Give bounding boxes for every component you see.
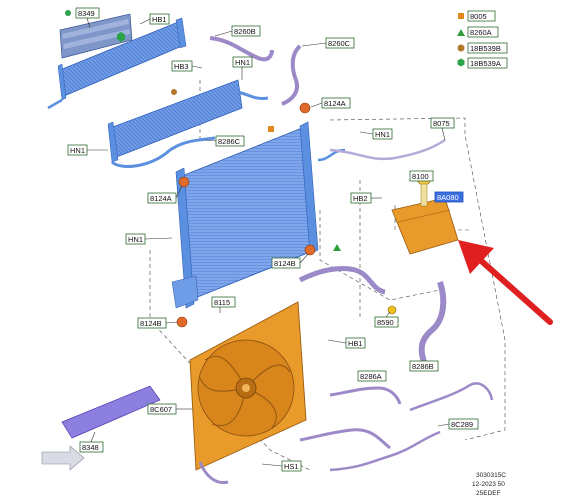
callout-hn1-right[interactable]: HN1 [359,128,393,140]
svg-text:HN1: HN1 [375,130,390,139]
svg-text:HB2: HB2 [353,194,368,203]
marker-triangle-icon [333,244,341,251]
svg-text:8348: 8348 [82,443,99,452]
footer-line-3: 25EDEF [476,490,501,497]
svg-text:8C289: 8C289 [451,420,473,429]
svg-text:8260A: 8260A [470,28,492,37]
callout-8100[interactable]: 8100 [409,170,434,182]
callout-8c289[interactable]: 8C289 [437,418,479,430]
legend-hexagon-icon [457,58,465,67]
svg-text:8124A: 8124A [324,99,346,108]
callout-8c607[interactable]: 8C607 [147,403,192,415]
callout-labels: 8349 HB1 8260B 8260C HB3 HN1 8124A HN1 8… [67,7,479,472]
svg-text:8260C: 8260C [328,39,351,48]
condenser[interactable] [47,17,187,110]
legend-square-icon [458,13,464,19]
svg-text:HB1: HB1 [152,15,167,24]
callout-8a080[interactable]: 8A080 [434,191,464,203]
svg-text:HN1: HN1 [70,146,85,155]
callout-8286b[interactable]: 8286B [409,360,439,372]
legend-triangle-icon [457,29,465,36]
callout-hb2[interactable]: HB2 [350,192,382,204]
svg-text:HN1: HN1 [128,235,143,244]
legend: 8005 8260A 18B539B 18B539A [457,10,508,69]
callout-markers [65,10,341,251]
expansion-tank[interactable] [391,170,459,255]
callout-hb1-top[interactable]: HB1 [139,13,170,25]
upper-hoses[interactable] [209,36,446,161]
fasteners [176,102,397,328]
footer-line-1: 3030315C [476,472,506,479]
svg-text:8075: 8075 [433,119,450,128]
footer-line-2: 12-2023 50 [472,481,505,488]
svg-text:8260B: 8260B [234,27,256,36]
front-direction-arrow-icon [41,445,85,471]
callout-8124b-mid[interactable]: 8124B [271,253,309,269]
callout-hs1[interactable]: HS1 [261,460,302,472]
svg-text:8115: 8115 [214,298,230,307]
legend-8005: 8005 [467,10,496,22]
callout-8075[interactable]: 8075 [430,117,455,141]
footer: 3030315C 12-2023 50 25EDEF [472,472,506,497]
svg-text:8124B: 8124B [140,319,162,328]
marker-hexagon-icon [117,32,125,42]
svg-text:18B539A: 18B539A [470,59,501,68]
callout-8124b-low[interactable]: 8124B [137,317,178,329]
callout-8115[interactable]: 8115 [211,296,236,313]
svg-text:8349: 8349 [78,9,95,18]
callout-8124a-left[interactable]: 8124A [147,185,183,204]
svg-text:8005: 8005 [470,12,487,21]
svg-text:HS1: HS1 [284,462,299,471]
callout-hn1-mid[interactable]: HN1 [125,233,173,245]
svg-text:8124A: 8124A [150,194,172,203]
callout-8348[interactable]: 8348 [79,431,104,453]
svg-text:8286B: 8286B [412,362,434,371]
callout-hb3[interactable]: HB3 [171,60,203,72]
transmission-cooler[interactable] [107,79,269,168]
callout-8260b[interactable]: 8260B [214,25,261,37]
callout-hb1-mid[interactable]: HB1 [327,337,366,349]
red-arrow-annotation [458,240,553,325]
callout-8590[interactable]: 8590 [374,311,399,328]
callout-hn1-top[interactable]: HN1 [232,56,253,80]
svg-text:18B539B: 18B539B [470,44,501,53]
legend-18b539a: 18B539A [467,57,508,69]
svg-text:8C607: 8C607 [150,405,172,414]
svg-text:HB3: HB3 [174,62,189,71]
svg-text:8286A: 8286A [360,372,382,381]
svg-text:8590: 8590 [377,318,394,327]
marker-hb-icon [65,10,71,16]
legend-circle-icon [457,44,465,52]
lower-hoses[interactable] [298,265,494,472]
svg-text:HN1: HN1 [235,58,250,67]
svg-text:8286C: 8286C [218,137,241,146]
legend-8260a: 8260A [467,26,499,38]
callout-8124a-top[interactable]: 8124A [310,97,351,109]
svg-text:8100: 8100 [412,172,429,181]
callout-8260c[interactable]: 8260C [301,37,355,49]
svg-text:HB1: HB1 [348,339,363,348]
svg-text:8A080: 8A080 [437,193,459,202]
callout-8349[interactable]: 8349 [75,7,100,29]
legend-18b539b: 18B539B [467,42,508,54]
callout-8286a[interactable]: 8286A [357,370,387,382]
marker-square-icon [268,126,274,132]
air-deflector-8349[interactable] [59,13,133,59]
radiator[interactable] [171,121,346,309]
callout-hn1-left[interactable]: HN1 [67,144,108,156]
marker-circle-icon [171,89,177,95]
cooling-fan-assembly[interactable] [189,301,307,485]
seal-strip-8348[interactable] [61,385,161,439]
svg-text:8124B: 8124B [274,259,296,268]
callout-8286c[interactable]: 8286C [204,135,245,147]
